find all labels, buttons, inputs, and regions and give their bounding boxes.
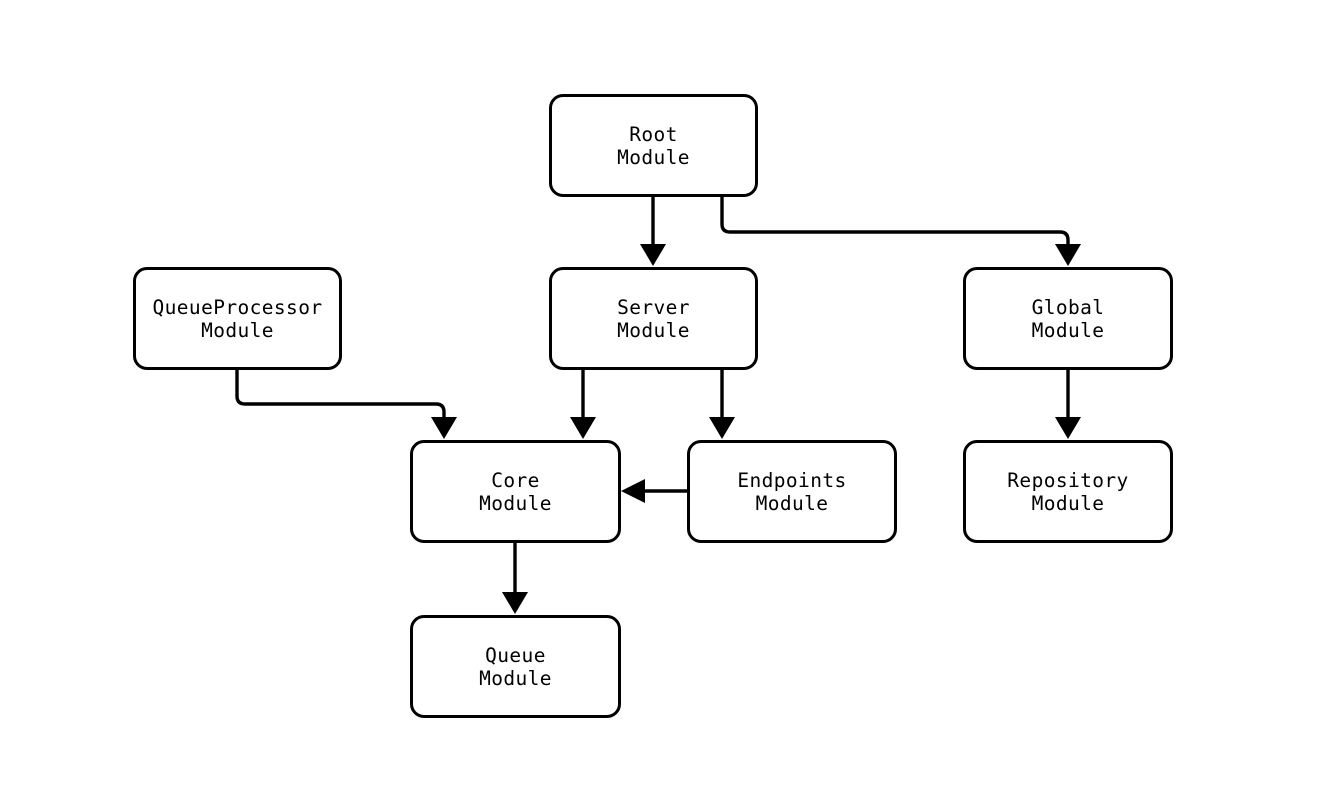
node-server-label: Server Module [617,295,690,342]
edge-server-to-core [570,370,596,439]
edge-queueprocessor-to-core [235,370,457,439]
node-endpoints[interactable]: Endpoints Module [687,440,897,543]
edge-core-to-queue [502,543,528,614]
arrowhead-icon [502,592,528,614]
node-core-label: Core Module [479,468,552,515]
arrowhead-icon [709,417,735,439]
node-queue[interactable]: Queue Module [410,615,621,718]
node-repository-label: Repository Module [1007,468,1129,515]
arrowhead-icon [431,417,457,439]
node-queueprocessor-label: QueueProcessor Module [152,295,323,342]
edge-root-to-server [640,197,666,266]
node-queueprocessor[interactable]: QueueProcessor Module [133,267,342,370]
edge-line [720,197,1070,254]
edge-endpoints-to-core [621,479,687,503]
node-queue-label: Queue Module [479,643,552,690]
arrowhead-icon [621,479,645,503]
node-root[interactable]: Root Module [549,94,758,197]
node-root-label: Root Module [617,122,690,169]
edge-server-to-endpoints [709,370,735,439]
node-global[interactable]: Global Module [963,267,1173,370]
node-server[interactable]: Server Module [549,267,758,370]
arrowhead-icon [1055,417,1081,439]
edge-line [235,370,446,427]
node-repository[interactable]: Repository Module [963,440,1173,543]
arrowhead-icon [640,244,666,266]
node-global-label: Global Module [1031,295,1105,342]
node-core[interactable]: Core Module [410,440,621,543]
node-endpoints-label: Endpoints Module [737,468,847,515]
edge-global-to-repository [1055,370,1081,439]
edge-root-to-global [720,197,1081,266]
arrowhead-icon [1055,244,1081,266]
arrowhead-icon [570,417,596,439]
